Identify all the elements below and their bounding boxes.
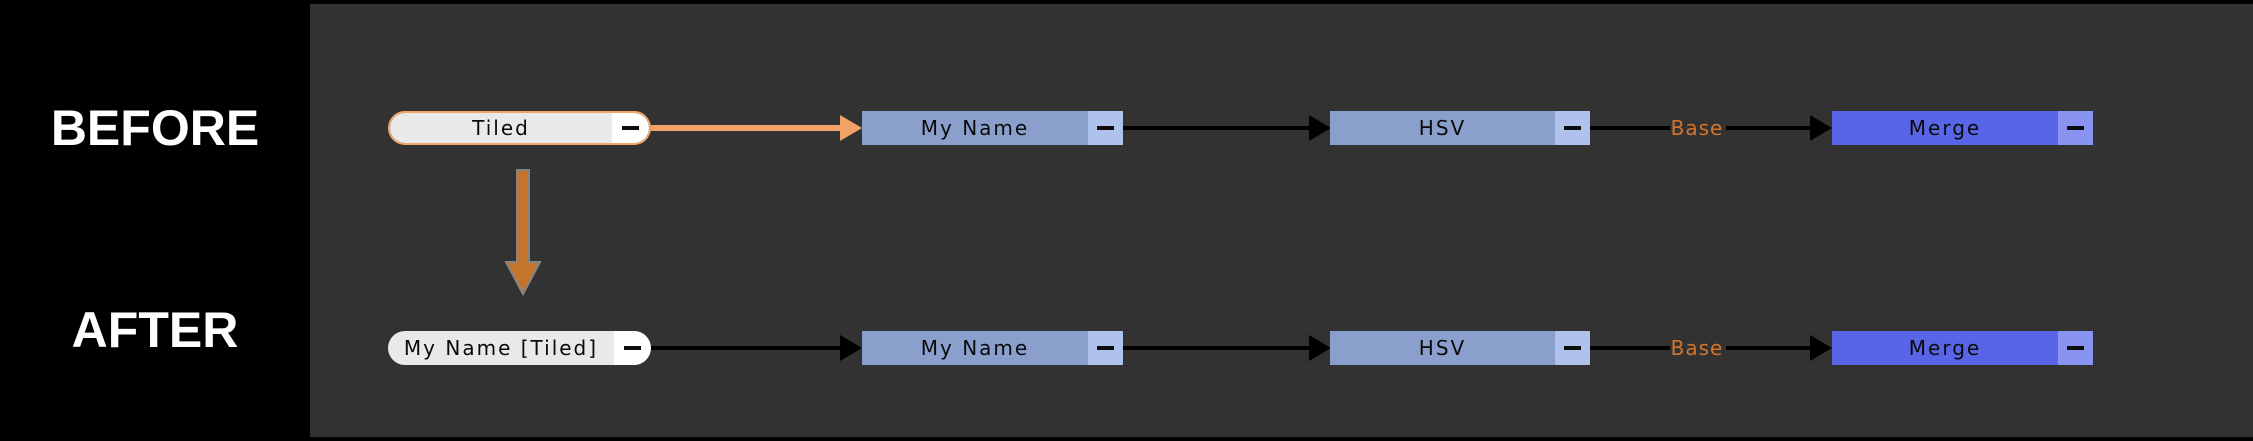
connection-arrowhead-icon xyxy=(1810,335,1832,361)
connection-arrowhead-icon xyxy=(1309,335,1331,361)
connection-hsv-to-merge xyxy=(1726,346,1812,350)
node-my-name-collapse-button[interactable] xyxy=(1088,331,1123,365)
node-my-name-tiled-label: My Name [Tiled] xyxy=(388,331,614,365)
node-hsv-collapse-button[interactable] xyxy=(1555,111,1590,145)
after-label: AFTER xyxy=(71,302,239,358)
node-hsv-label: HSV xyxy=(1330,111,1555,145)
connection-arrowhead-icon xyxy=(840,335,862,361)
node-hsv-after[interactable]: HSV xyxy=(1330,331,1590,365)
connection-mynametiled-to-myname xyxy=(651,346,842,350)
top-border xyxy=(0,0,2253,4)
node-tiled-collapse-button[interactable] xyxy=(612,113,649,143)
node-merge-label: Merge xyxy=(1832,111,2058,145)
node-tiled-label: Tiled xyxy=(390,113,612,143)
node-my-name-before[interactable]: My Name xyxy=(862,111,1123,145)
node-merge-before[interactable]: Merge xyxy=(1832,111,2093,145)
node-my-name-collapse-button[interactable] xyxy=(1088,111,1123,145)
node-my-name-label: My Name xyxy=(862,331,1088,365)
minus-icon xyxy=(624,346,641,350)
node-my-name-tiled[interactable]: My Name [Tiled] xyxy=(388,331,651,365)
node-hsv-collapse-button[interactable] xyxy=(1555,331,1590,365)
stage-label-panel xyxy=(0,0,310,441)
connection-hsv-to-merge xyxy=(1590,346,1670,350)
minus-icon xyxy=(2067,346,2084,350)
node-hsv-label: HSV xyxy=(1330,331,1555,365)
node-merge-collapse-button[interactable] xyxy=(2058,111,2093,145)
before-label: BEFORE xyxy=(50,100,260,156)
connection-myname-to-hsv xyxy=(1123,346,1312,350)
node-tiled[interactable]: Tiled xyxy=(388,111,651,145)
node-my-name-label: My Name xyxy=(862,111,1088,145)
minus-icon xyxy=(1097,346,1114,350)
connection-tiled-to-myname xyxy=(649,125,842,131)
connection-arrowhead-icon xyxy=(840,115,862,141)
before-to-after-arrow-icon xyxy=(504,169,542,297)
connection-hsv-to-merge xyxy=(1726,126,1812,130)
node-hsv-before[interactable]: HSV xyxy=(1330,111,1590,145)
node-merge-label: Merge xyxy=(1832,331,2058,365)
base-input-label: Base xyxy=(1670,116,1724,140)
connection-arrowhead-icon xyxy=(1309,115,1331,141)
minus-icon xyxy=(622,126,639,130)
connection-arrowhead-icon xyxy=(1810,115,1832,141)
bottom-border xyxy=(0,437,2253,441)
node-merge-collapse-button[interactable] xyxy=(2058,331,2093,365)
connection-hsv-to-merge xyxy=(1590,126,1670,130)
minus-icon xyxy=(1564,346,1581,350)
minus-icon xyxy=(2067,126,2084,130)
node-my-name-tiled-collapse-button[interactable] xyxy=(614,331,651,365)
minus-icon xyxy=(1097,126,1114,130)
base-input-label: Base xyxy=(1670,336,1724,360)
minus-icon xyxy=(1564,126,1581,130)
connection-myname-to-hsv xyxy=(1123,126,1312,130)
node-merge-after[interactable]: Merge xyxy=(1832,331,2093,365)
node-my-name-after[interactable]: My Name xyxy=(862,331,1123,365)
